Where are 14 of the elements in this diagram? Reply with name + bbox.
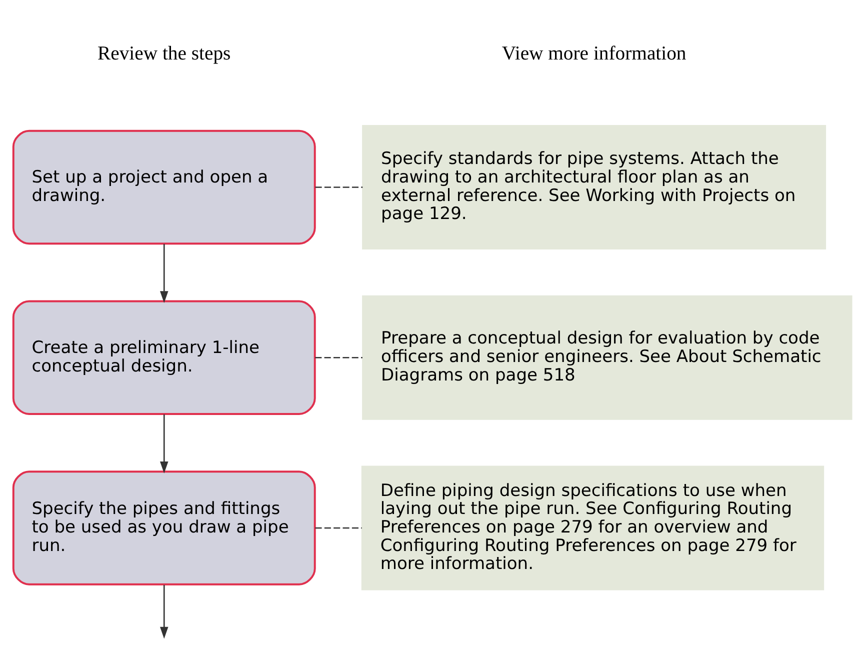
node-box: Set up a project and open a drawing. bbox=[12, 129, 316, 244]
connector bbox=[315, 526, 362, 528]
arrow bbox=[160, 243, 168, 302]
connector bbox=[315, 186, 363, 188]
node-box: Create a preliminary 1-line conceptual design. bbox=[12, 300, 316, 414]
node-box: Define piping design specifications to use when laying out the pipe run. See Configuring Routing Preferences on page 279 for an overview and Configuring Routing Preferences on page 279 for more information. bbox=[361, 465, 824, 590]
arrow bbox=[160, 414, 168, 473]
arrow bbox=[160, 584, 168, 638]
node-box: Specify standards for pipe systems. Attach the drawing to an architectural floor plan as an external reference. See Working with Projects on page 129. bbox=[362, 124, 826, 249]
node-box: Specify the pipes and fittings to be used as you draw a pipe run. bbox=[12, 470, 316, 585]
label: Review the steps bbox=[98, 42, 231, 64]
connector bbox=[315, 356, 362, 358]
node-box: Prepare a conceptual design for evaluation by code officers and senior engineers. See About Schematic Diagrams on page 518 bbox=[362, 294, 852, 420]
label: View more information bbox=[502, 42, 686, 64]
